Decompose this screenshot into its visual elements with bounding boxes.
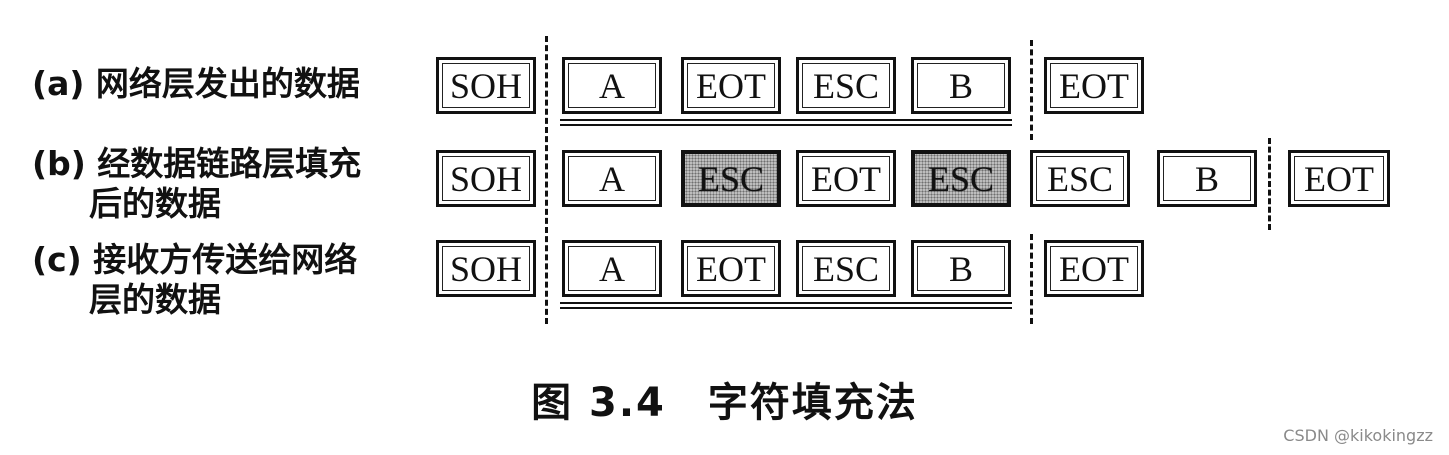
row-c-box-soh: SOH <box>436 240 536 297</box>
row-b-box-a: A <box>562 150 662 207</box>
frame-end-delimiter-b <box>1268 138 1271 230</box>
row-b-box-stuffed-esc-2: ESC <box>911 150 1011 207</box>
row-b-label: (b) 经数据链路层填充 后的数据 <box>32 144 432 224</box>
payload-underline-c-bottom <box>560 307 1012 309</box>
row-a-box-esc: ESC <box>796 57 896 114</box>
row-c-box-eot-end: EOT <box>1044 240 1144 297</box>
row-a-box-b: B <box>911 57 1011 114</box>
row-b-box-stuffed-esc-1: ESC <box>681 150 781 207</box>
row-c-box-b: B <box>911 240 1011 297</box>
row-c-box-a: A <box>562 240 662 297</box>
row-a-box-eot-end: EOT <box>1044 57 1144 114</box>
row-c-box-eot: EOT <box>681 240 781 297</box>
payload-underline-a-top <box>560 119 1012 121</box>
payload-underline-c-top <box>560 302 1012 304</box>
row-b-box-eot: EOT <box>796 150 896 207</box>
row-a-box-soh: SOH <box>436 57 536 114</box>
row-b-box-b: B <box>1157 150 1257 207</box>
row-c-box-esc: ESC <box>796 240 896 297</box>
row-a-box-a: A <box>562 57 662 114</box>
row-b-label-line1: (b) 经数据链路层填充 <box>32 144 362 183</box>
row-c-label: (c) 接收方传送给网络 层的数据 <box>32 240 432 320</box>
row-b-box-esc: ESC <box>1030 150 1130 207</box>
frame-end-delimiter-a <box>1030 40 1033 140</box>
row-a-label-line1: (a) 网络层发出的数据 <box>32 64 360 103</box>
row-a-box-eot: EOT <box>681 57 781 114</box>
figure-caption: 图 3.4 字符填充法 <box>531 380 918 426</box>
payload-underline-a-bottom <box>560 124 1012 126</box>
row-c-label-line2: 层的数据 <box>89 280 221 319</box>
row-b-box-eot-end: EOT <box>1288 150 1390 207</box>
row-c-label-line1: (c) 接收方传送给网络 <box>32 240 358 279</box>
row-b-box-soh: SOH <box>436 150 536 207</box>
row-a-label: (a) 网络层发出的数据 <box>32 64 432 104</box>
watermark: CSDN @kikokingzz <box>1283 426 1433 445</box>
frame-start-delimiter <box>545 36 548 324</box>
row-b-label-line2: 后的数据 <box>89 184 221 223</box>
frame-end-delimiter-c <box>1030 234 1033 324</box>
